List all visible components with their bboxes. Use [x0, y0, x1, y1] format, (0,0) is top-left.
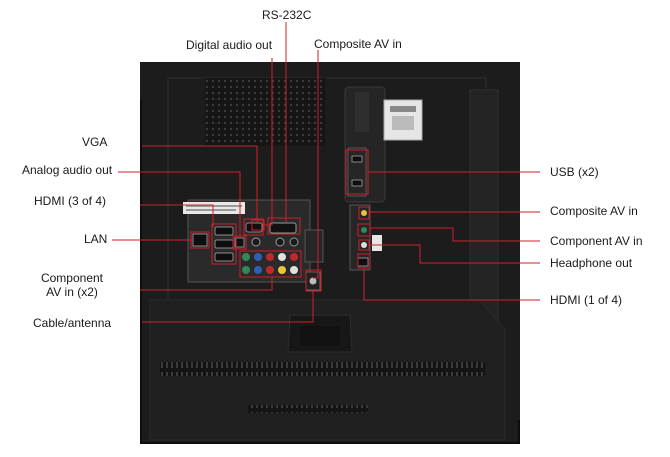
label-usb-x2: USB (x2): [550, 165, 599, 179]
info-sticker: [183, 202, 245, 214]
label-digital-audio-out: Digital audio out: [186, 38, 273, 52]
callout-box-component-right: [357, 223, 371, 237]
callout-box-analog-audio: [232, 235, 247, 250]
label-composite-av-in-top: Composite AV in: [314, 37, 402, 51]
callout-line-headphone-out: [369, 244, 540, 264]
label-component-av-in-right: Component AV in: [550, 234, 643, 248]
label-headphone-out: Headphone out: [550, 256, 633, 270]
callout-lines: [112, 22, 540, 323]
callout-box-component: [239, 250, 302, 278]
callout-box-vga: [243, 218, 264, 236]
label-component-line1: Component: [40, 271, 104, 285]
callout-box-lan: [190, 231, 210, 249]
side-label: [372, 235, 382, 251]
callout-line-hdmi-1-of-4: [363, 268, 540, 301]
label-hdmi-1-of-4: HDMI (1 of 4): [550, 293, 623, 307]
callout-box-hdmi: [211, 223, 237, 265]
callout-box-rs232c: [267, 217, 301, 235]
label-vga: VGA: [82, 135, 108, 149]
label-composite-av-in-right: Composite AV in: [550, 204, 638, 218]
callout-line-digital-audio-out: [264, 58, 273, 226]
label-component-av-in-x2: Component AV in (x2): [40, 271, 104, 299]
side-jacks: [347, 147, 382, 271]
callout-line-component-av-in-right: [370, 227, 540, 242]
label-hdmi-3-of-4: HDMI (3 of 4): [34, 194, 107, 208]
callout-line-composite-av-in-top: [313, 50, 319, 279]
label-component-line2: AV in (x2): [46, 285, 98, 299]
tv-body: [140, 62, 520, 444]
antenna-block: [304, 229, 324, 291]
label-analog-audio-out: Analog audio out: [22, 163, 113, 177]
callout-line-component-av-in-x2: [140, 277, 273, 291]
callout-line-hdmi-3-of-4: [140, 204, 214, 227]
callout-line-vga: [142, 145, 258, 222]
vent-grille: [205, 78, 325, 146]
label-lan: LAN: [84, 232, 108, 246]
connector-plate: [183, 199, 311, 283]
label-cable-antenna: Cable/antenna: [33, 316, 112, 330]
callout-line-analog-audio-out: [118, 171, 241, 237]
callout-box-antenna: [305, 269, 322, 292]
callout-box-composite-right: [358, 206, 370, 220]
callout-box-digital-audio: [251, 219, 265, 231]
label-rs232c: RS-232C: [262, 8, 312, 22]
callout-line-cable-antenna: [142, 291, 314, 323]
